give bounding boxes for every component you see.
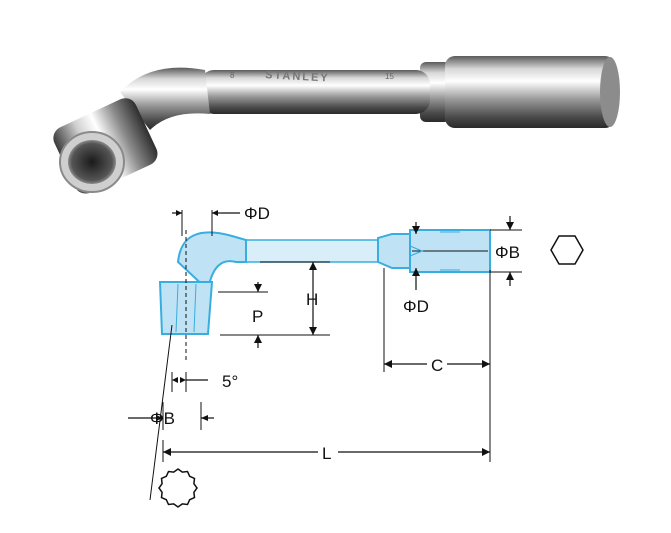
hexagon-icon: [550, 235, 584, 265]
twelve-point-icon: [158, 468, 198, 508]
size-left-mark: 8: [230, 71, 235, 80]
size-right-mark: 15: [385, 72, 394, 81]
label-angle: 5°: [222, 372, 238, 391]
label-c: C: [431, 356, 443, 375]
label-p: P: [252, 307, 263, 326]
angle-line: [149, 324, 173, 501]
drawing-right-collar: [377, 233, 411, 269]
right-socket: [445, 56, 615, 128]
wrench-drawing: ΦD H P 5° ΦB: [128, 204, 584, 508]
wrench-photo: 8 STANLEY 15: [53, 56, 620, 194]
brand-engraving: STANLEY: [265, 69, 330, 84]
left-socket-opening: [68, 140, 116, 184]
label-phi-d-top: ΦD: [244, 204, 270, 223]
label-phi-b-right: ΦB: [495, 243, 520, 262]
label-l: L: [322, 444, 331, 463]
drawing-bend: [176, 231, 247, 292]
bend: [120, 67, 210, 130]
drawing-shaft: [239, 239, 381, 263]
right-socket-face: [600, 57, 620, 127]
label-h: H: [306, 290, 318, 309]
label-phi-d-bottom: ΦD: [403, 297, 429, 316]
label-phi-b-left: ΦB: [150, 409, 175, 428]
shaft: [200, 70, 430, 114]
